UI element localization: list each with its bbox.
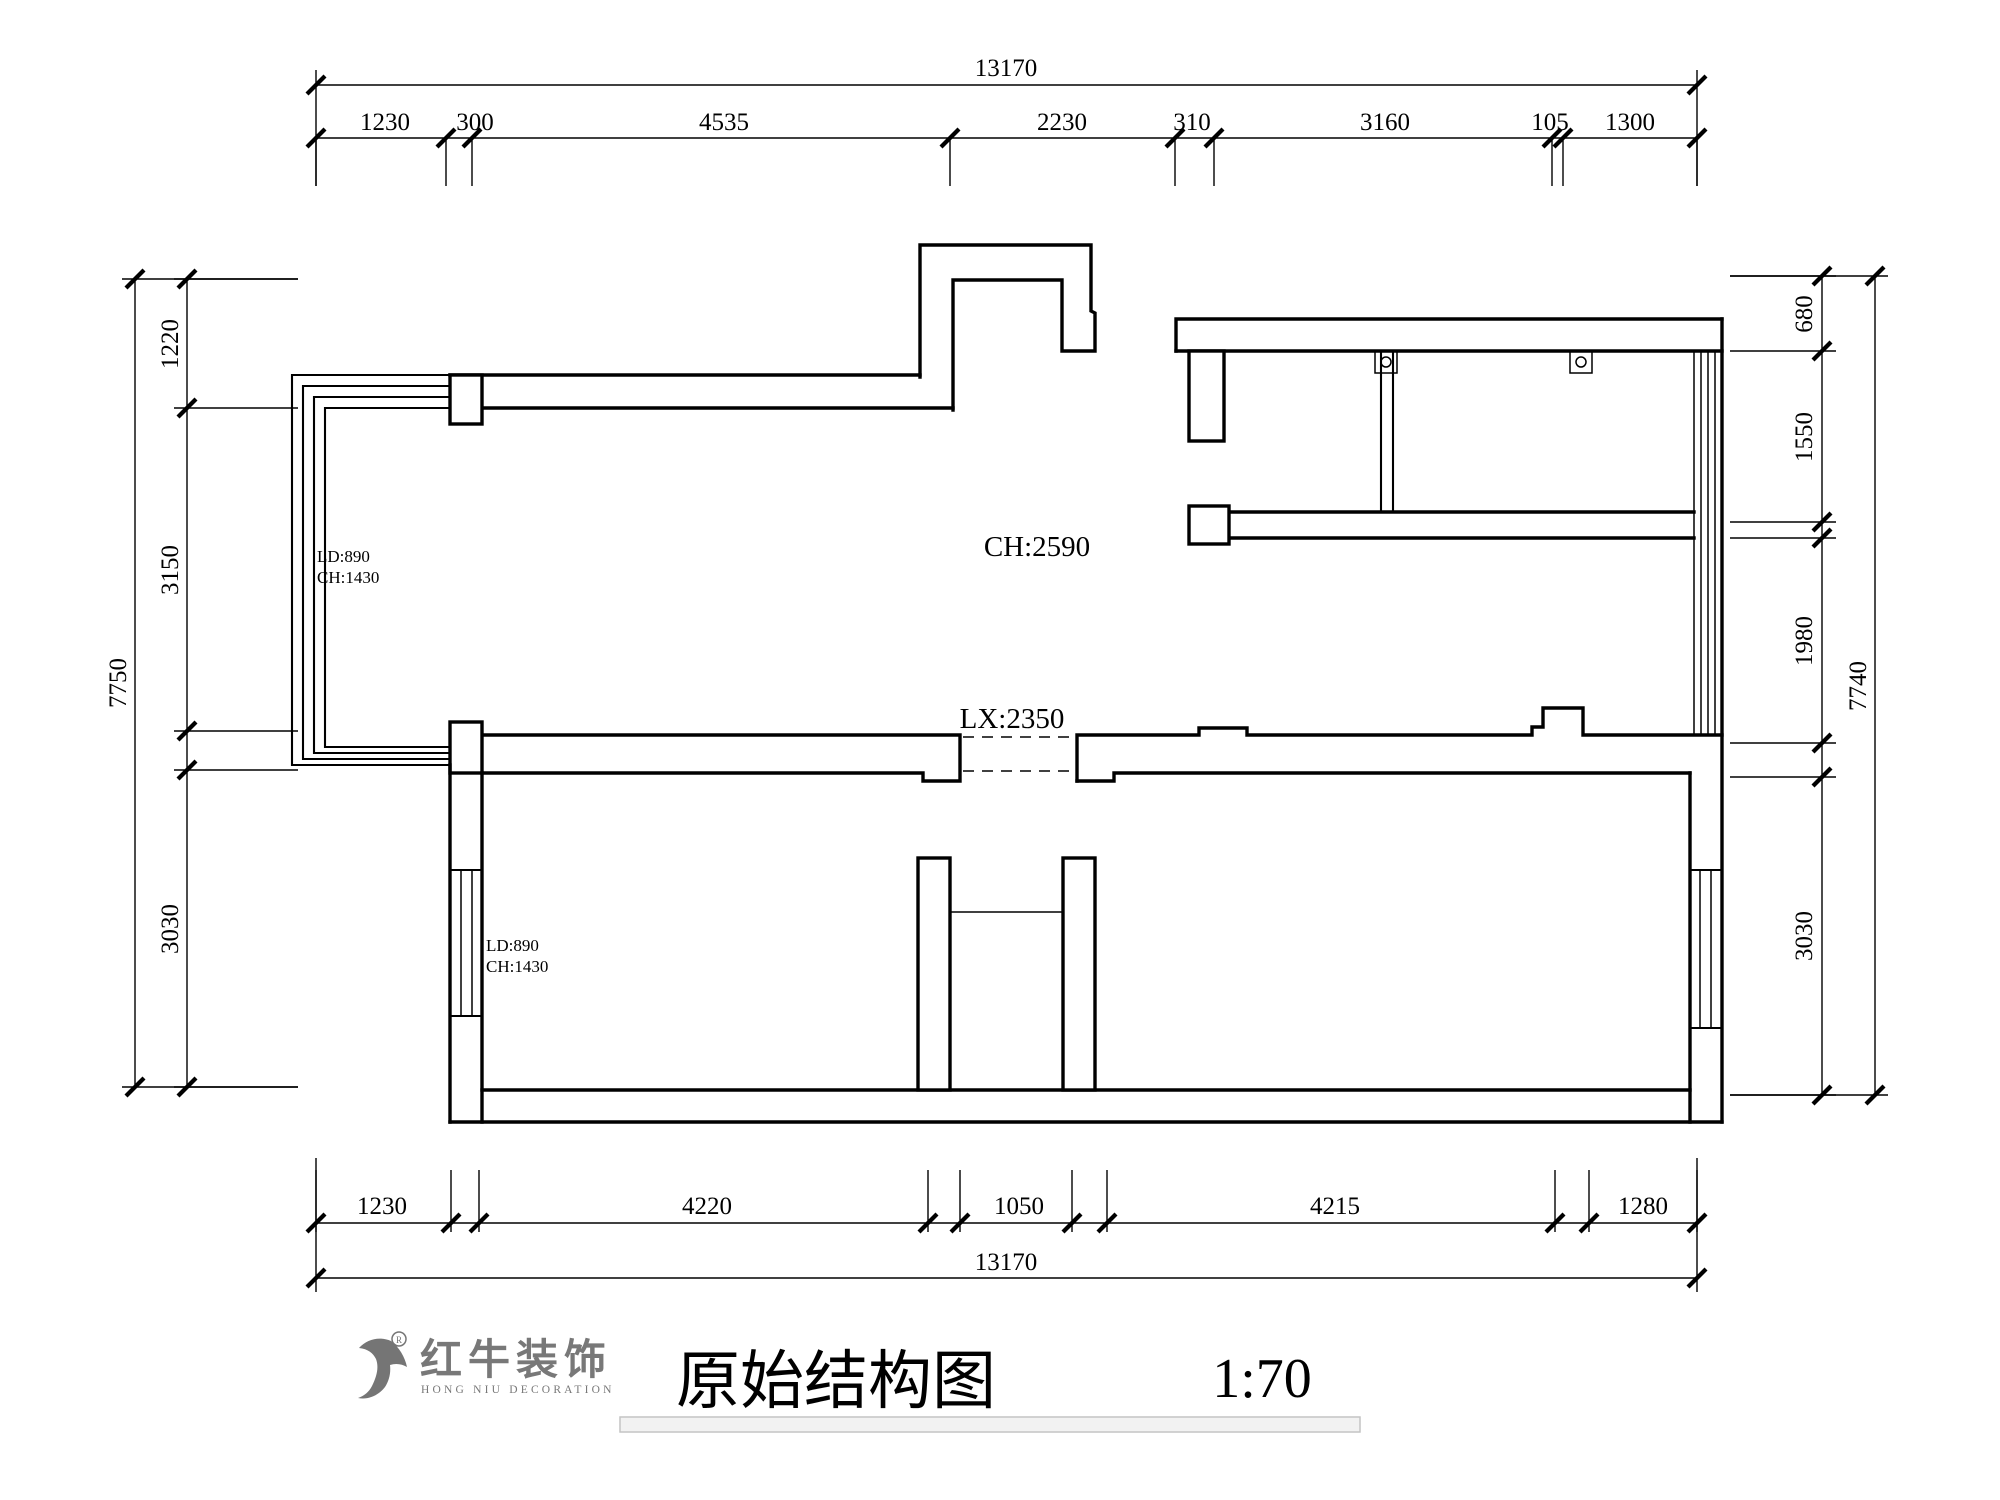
drawing-scale: 1:70 xyxy=(1212,1348,1312,1410)
dim-left-seg: 3030 xyxy=(157,904,184,954)
title-block: R 红牛装饰 HONG NIU DECORATION 原始结构图 1:70 xyxy=(358,1331,1361,1433)
door-opening-label: LX:2350 xyxy=(960,703,1065,735)
dim-bottom-seg: 1280 xyxy=(1618,1193,1668,1220)
dim-top-total: 13170 xyxy=(975,55,1038,82)
dim-tick xyxy=(1541,127,1563,149)
dim-right-seg: 680 xyxy=(1791,295,1818,333)
brand-name-cn: 红牛装饰 xyxy=(420,1335,612,1384)
dim-tick xyxy=(1203,127,1225,149)
dim-tick xyxy=(939,127,961,149)
dim-tick xyxy=(435,127,457,149)
window-label: CH:1430 xyxy=(486,957,548,976)
ceiling-height-label: CH:2590 xyxy=(984,531,1090,563)
brand-logo-icon xyxy=(358,1338,407,1399)
dim-top-seg: 2230 xyxy=(1037,109,1087,136)
window-label: CH:1430 xyxy=(317,568,379,587)
interior-horizontal-wall xyxy=(1187,504,1696,546)
dim-top-seg: 105 xyxy=(1531,109,1569,136)
window-label: LD:890 xyxy=(317,547,370,566)
balcony-window xyxy=(290,373,454,767)
door-opening xyxy=(963,736,1074,772)
bottom-wall xyxy=(448,1088,1724,1124)
flue-symbol xyxy=(1569,350,1593,374)
middle-wall-left xyxy=(448,720,962,783)
top-left-wall xyxy=(448,373,955,426)
bottom-left-wall xyxy=(448,763,484,1124)
registered-mark: R xyxy=(396,1335,402,1345)
window-label: LD:890 xyxy=(486,936,539,955)
dimension-labels: 13170 1230 300 4535 2230 310 3160 105 13… xyxy=(105,55,1872,1276)
dim-right-seg: 1550 xyxy=(1791,412,1818,462)
brand-name-en: HONG NIU DECORATION xyxy=(421,1384,615,1396)
dim-bottom-seg: 4220 xyxy=(682,1193,732,1220)
dim-left-total: 7750 xyxy=(105,658,132,708)
dimension-lines xyxy=(122,70,1888,1292)
dim-top-seg: 300 xyxy=(456,109,494,136)
dim-top-seg: 1300 xyxy=(1605,109,1655,136)
drawing-title: 原始结构图 xyxy=(676,1345,996,1419)
interior-vertical-wall xyxy=(1379,349,1395,514)
dim-top-seg: 3160 xyxy=(1360,109,1410,136)
bottom-right-wall xyxy=(1688,771,1724,1124)
right-window-upper xyxy=(1693,351,1716,735)
dim-tick xyxy=(1164,127,1186,149)
middle-wall-right xyxy=(1075,706,1724,783)
plan-annotations: CH:2590 LX:2350 LD:890 CH:1430 LD:890 CH… xyxy=(317,531,1090,976)
dim-top-seg: 4535 xyxy=(699,109,749,136)
dim-bottom-seg: 4215 xyxy=(1310,1193,1360,1220)
dim-right-seg: 1980 xyxy=(1791,616,1818,666)
title-underline-bar xyxy=(619,1416,1361,1433)
dim-tick xyxy=(1552,127,1574,149)
dim-right-total: 7740 xyxy=(1845,661,1872,711)
dim-bottom-seg: 1230 xyxy=(357,1193,407,1220)
dim-left-seg: 1220 xyxy=(157,319,184,369)
dim-top-seg: 1230 xyxy=(360,109,410,136)
top-right-wall xyxy=(1174,317,1724,1124)
flue-protrusion xyxy=(918,243,1097,412)
registered-mark-icon xyxy=(391,1331,407,1347)
dim-left-seg: 3150 xyxy=(157,545,184,595)
floor-plan xyxy=(290,243,1724,1124)
dim-bottom-total: 13170 xyxy=(975,1249,1038,1276)
stair-shaft xyxy=(916,856,1097,1092)
dim-top-seg: 310 xyxy=(1173,109,1211,136)
dim-right-seg: 3030 xyxy=(1791,911,1818,961)
dim-tick xyxy=(461,127,483,149)
dim-bottom-seg: 1050 xyxy=(994,1193,1044,1220)
